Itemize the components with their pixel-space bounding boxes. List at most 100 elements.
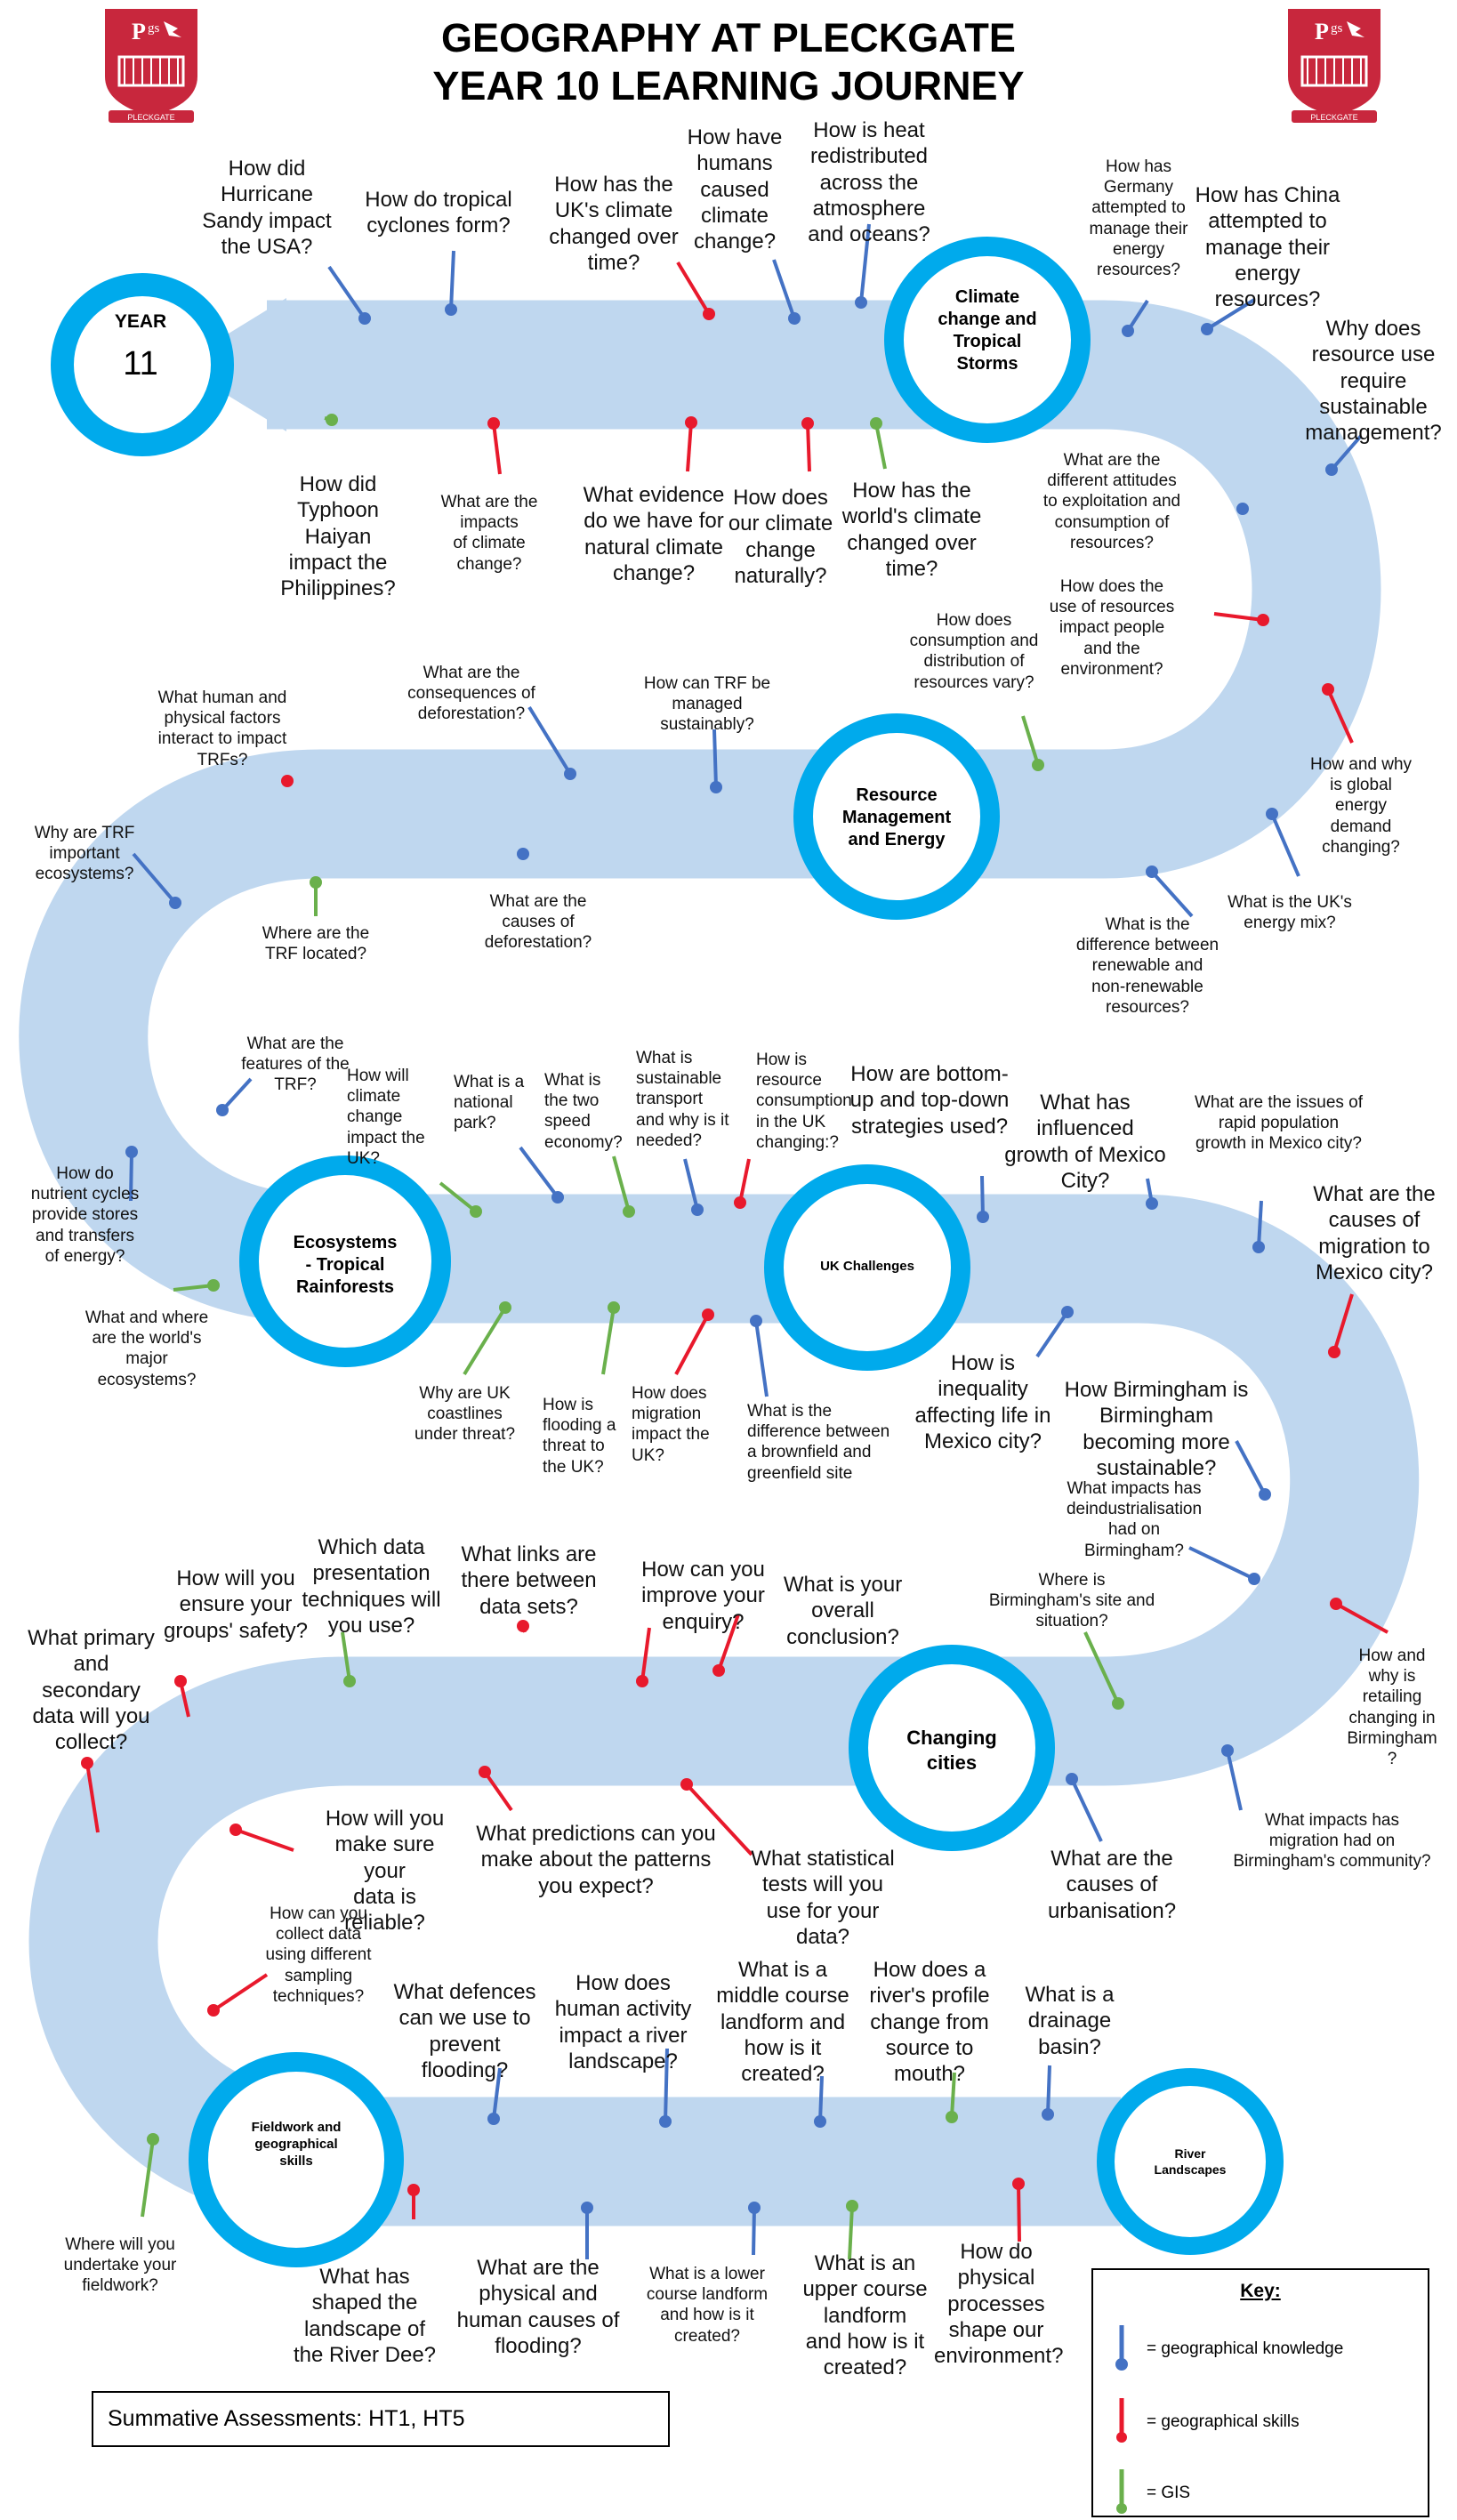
pin-line xyxy=(173,1284,214,1292)
question-pin-skills xyxy=(674,1308,714,1375)
topic-cities: Changing cities xyxy=(906,1727,997,1774)
question-label: What predictions can you make about the … xyxy=(476,1822,716,1898)
pin-line xyxy=(341,1631,351,1682)
question-label: How does human activity impact a river l… xyxy=(554,1971,692,2073)
pin-dot xyxy=(801,417,814,430)
question-pin-knowledge xyxy=(1146,1178,1158,1210)
question-label: How will climate change impact the UK? xyxy=(347,1067,425,1168)
question-pin-gis xyxy=(463,1301,511,1376)
year-label: YEAR xyxy=(114,311,167,332)
question-label: How and why is global energy demand chan… xyxy=(1309,755,1413,857)
question-label: What evidence do we have for natural cli… xyxy=(583,483,725,585)
pin-line xyxy=(492,2067,502,2120)
topic-rivers: River Landscapes xyxy=(1154,2146,1227,2177)
question-label: What impacts has deindustrialisation had… xyxy=(1066,1479,1203,1560)
question-pin-skills xyxy=(734,1158,751,1209)
pin-dot xyxy=(551,1191,564,1204)
question-label: What is the difference between renewable… xyxy=(1075,915,1220,1017)
pin-dot xyxy=(1328,1346,1340,1358)
pin-line xyxy=(129,1151,133,1202)
pin-line xyxy=(1017,2183,1021,2242)
question-label: What is a drainage basin? xyxy=(1025,1983,1115,2059)
question-pin-skills xyxy=(712,1614,740,1677)
question-label: What are the consequences of deforestati… xyxy=(407,664,535,724)
question-pin-skills xyxy=(281,775,294,787)
pin-dot xyxy=(703,308,715,320)
question-pin-knowledge xyxy=(1066,1773,1103,1842)
question-label: How is flooding a threat to the UK? xyxy=(543,1396,616,1477)
question-label: Why are UK coastlines under threat? xyxy=(414,1384,516,1445)
question-pin-gis xyxy=(1021,715,1044,771)
question-label: What primary and secondary data will you… xyxy=(28,1626,155,1755)
pin-dot xyxy=(281,775,294,787)
year-badge xyxy=(51,273,234,456)
pin-line xyxy=(859,223,871,303)
svg-text:PLECKGATE: PLECKGATE xyxy=(127,113,174,122)
pin-dot xyxy=(1322,683,1334,696)
pin-line xyxy=(483,1770,513,1812)
question-pin-knowledge xyxy=(1252,1200,1265,1253)
pin-line xyxy=(640,1627,651,1682)
pin-line xyxy=(235,1828,294,1852)
pin-dot xyxy=(855,296,867,309)
topic-ring-cities xyxy=(849,1645,1055,1851)
pin-dot xyxy=(499,1301,511,1314)
pin-line xyxy=(439,1181,478,1213)
question-pin-knowledge xyxy=(327,265,371,325)
pin-line xyxy=(874,423,887,470)
pin-dot xyxy=(125,1146,138,1158)
pin-line xyxy=(1257,1200,1263,1248)
pin-dot xyxy=(1122,325,1134,337)
question-pin-knowledge xyxy=(772,259,801,325)
pin-line xyxy=(683,1158,699,1211)
question-pin-gis xyxy=(141,2133,159,2218)
pin-dot xyxy=(470,1205,482,1218)
question-label: What links are there between data sets? xyxy=(461,1542,597,1619)
question-pin-knowledge xyxy=(1236,503,1249,515)
question-label: How can you improve your enquiry? xyxy=(641,1558,765,1634)
question-pin-skills xyxy=(487,417,502,475)
topic-ring-resource xyxy=(793,713,1000,920)
title-line-1: GEOGRAPHY AT PLECKGATE xyxy=(441,15,1016,60)
pin-dot xyxy=(169,897,181,909)
pin-line xyxy=(980,1175,985,1218)
pin-dot xyxy=(691,1204,704,1216)
pin-line xyxy=(1235,1440,1267,1495)
pin-dot xyxy=(623,1205,635,1218)
pin-dot xyxy=(207,1279,220,1292)
pin-line xyxy=(132,852,177,905)
pin-line xyxy=(141,2138,155,2218)
question-pin-skills xyxy=(1322,683,1354,744)
question-label: How has the world's climate changed over… xyxy=(841,479,982,581)
pin-dot xyxy=(1266,808,1278,820)
pin-dot xyxy=(479,1766,491,1778)
pin-dot xyxy=(1146,865,1158,878)
pin-dot xyxy=(977,1211,989,1223)
question-label: What are the physical and human causes o… xyxy=(456,2256,620,2358)
pin-dot xyxy=(216,1104,229,1116)
pin-dot xyxy=(207,2004,220,2017)
question-pin-skills xyxy=(1012,2178,1025,2242)
pin-dot xyxy=(702,1308,714,1321)
question-label: How do nutrient cycles provide stores an… xyxy=(30,1164,140,1266)
pin-dot xyxy=(229,1824,242,1836)
pin-dot xyxy=(1066,1773,1078,1785)
question-pin-gis xyxy=(846,2200,858,2260)
question-pin-knowledge xyxy=(710,729,722,793)
pin-line xyxy=(1083,1631,1120,1704)
pin-dot xyxy=(487,2113,500,2125)
pin-line xyxy=(1205,298,1256,331)
pin-line xyxy=(950,2072,956,2118)
pin-line xyxy=(1035,1310,1069,1358)
question-label: How is heat redistributed across the atm… xyxy=(808,118,930,247)
question-pin-knowledge xyxy=(519,1146,564,1204)
pin-dot xyxy=(1325,463,1338,476)
pin-line xyxy=(221,1077,253,1112)
pin-dot xyxy=(1248,1573,1260,1585)
question-label: What is a middle course landform and how… xyxy=(716,1958,849,2087)
pin-dot xyxy=(147,2133,159,2146)
pin-line xyxy=(527,705,572,776)
question-label: Which data presentation techniques will … xyxy=(302,1535,441,1638)
pin-line xyxy=(1326,688,1354,744)
